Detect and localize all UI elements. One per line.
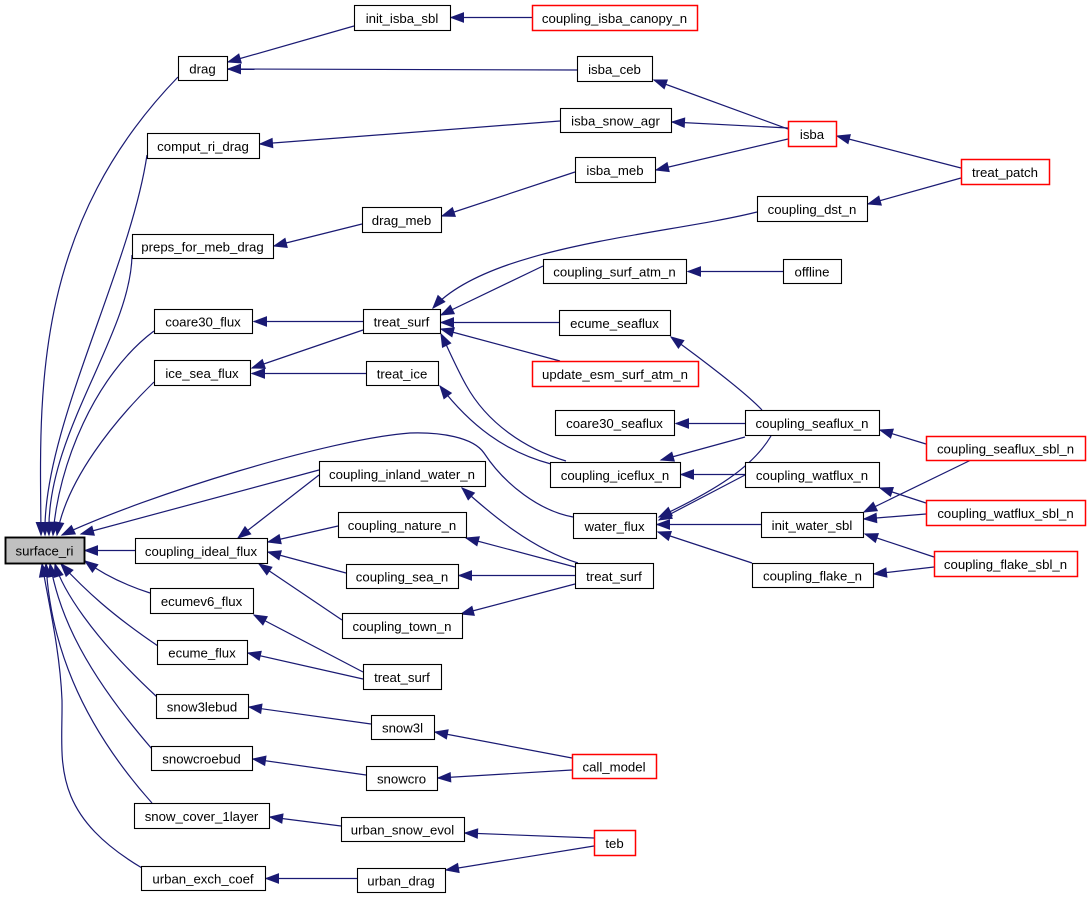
svg-text:isba_meb: isba_meb xyxy=(586,163,643,178)
svg-text:ecume_flux: ecume_flux xyxy=(168,645,236,660)
svg-text:treat_surf: treat_surf xyxy=(586,569,642,584)
svg-text:coupling_town_n: coupling_town_n xyxy=(353,619,452,634)
svg-text:coupling_watflux_n: coupling_watflux_n xyxy=(756,468,868,483)
svg-text:treat_surf: treat_surf xyxy=(374,670,430,685)
svg-text:coupling_ideal_flux: coupling_ideal_flux xyxy=(145,544,258,559)
svg-text:coupling_flake_n: coupling_flake_n xyxy=(763,568,862,583)
svg-text:update_esm_surf_atm_n: update_esm_surf_atm_n xyxy=(542,367,688,382)
svg-text:urban_snow_evol: urban_snow_evol xyxy=(351,822,454,837)
svg-text:coupling_dst_n: coupling_dst_n xyxy=(768,202,857,217)
svg-text:coupling_iceflux_n: coupling_iceflux_n xyxy=(561,468,670,483)
svg-text:comput_ri_drag: comput_ri_drag xyxy=(157,139,249,154)
svg-text:urban_drag: urban_drag xyxy=(367,873,434,888)
svg-text:ice_sea_flux: ice_sea_flux xyxy=(165,366,239,381)
svg-text:snowcroebud: snowcroebud xyxy=(162,751,240,766)
svg-text:surface_ri: surface_ri xyxy=(16,543,74,558)
svg-text:preps_for_meb_drag: preps_for_meb_drag xyxy=(141,239,263,254)
svg-text:init_isba_sbl: init_isba_sbl xyxy=(366,11,439,26)
svg-text:snow_cover_1layer: snow_cover_1layer xyxy=(145,809,259,824)
svg-text:coupling_seaflux_sbl_n: coupling_seaflux_sbl_n xyxy=(937,441,1074,456)
svg-text:teb: teb xyxy=(605,836,623,851)
svg-text:snow3lebud: snow3lebud xyxy=(167,699,237,714)
svg-text:isba_snow_agr: isba_snow_agr xyxy=(571,113,660,128)
svg-text:drag_meb: drag_meb xyxy=(372,213,431,228)
svg-text:snowcro: snowcro xyxy=(377,771,426,786)
svg-text:coare30_flux: coare30_flux xyxy=(165,314,241,329)
svg-text:coupling_flake_sbl_n: coupling_flake_sbl_n xyxy=(944,557,1067,572)
svg-text:coupling_inland_water_n: coupling_inland_water_n xyxy=(329,467,475,482)
svg-text:ecume_seaflux: ecume_seaflux xyxy=(570,316,659,331)
svg-text:coupling_isba_canopy_n: coupling_isba_canopy_n xyxy=(542,11,687,26)
svg-text:snow3l: snow3l xyxy=(382,720,423,735)
svg-text:coupling_seaflux_n: coupling_seaflux_n xyxy=(756,416,869,431)
svg-text:call_model: call_model xyxy=(582,759,645,774)
svg-text:coupling_surf_atm_n: coupling_surf_atm_n xyxy=(553,264,675,279)
svg-text:coare30_seaflux: coare30_seaflux xyxy=(566,416,663,431)
svg-text:treat_ice: treat_ice xyxy=(377,366,428,381)
svg-text:isba_ceb: isba_ceb xyxy=(588,62,641,77)
svg-text:treat_surf: treat_surf xyxy=(374,314,430,329)
svg-text:urban_exch_coef: urban_exch_coef xyxy=(152,871,254,886)
svg-text:water_flux: water_flux xyxy=(583,519,645,534)
svg-text:init_water_sbl: init_water_sbl xyxy=(772,518,853,533)
svg-text:coupling_nature_n: coupling_nature_n xyxy=(348,518,457,533)
svg-text:ecumev6_flux: ecumev6_flux xyxy=(161,594,243,609)
svg-text:coupling_sea_n: coupling_sea_n xyxy=(356,569,448,584)
svg-text:isba: isba xyxy=(800,127,825,142)
svg-text:treat_patch: treat_patch xyxy=(972,165,1038,180)
svg-text:coupling_watflux_sbl_n: coupling_watflux_sbl_n xyxy=(937,506,1073,521)
svg-text:offline: offline xyxy=(795,264,830,279)
svg-text:drag: drag xyxy=(189,61,215,76)
